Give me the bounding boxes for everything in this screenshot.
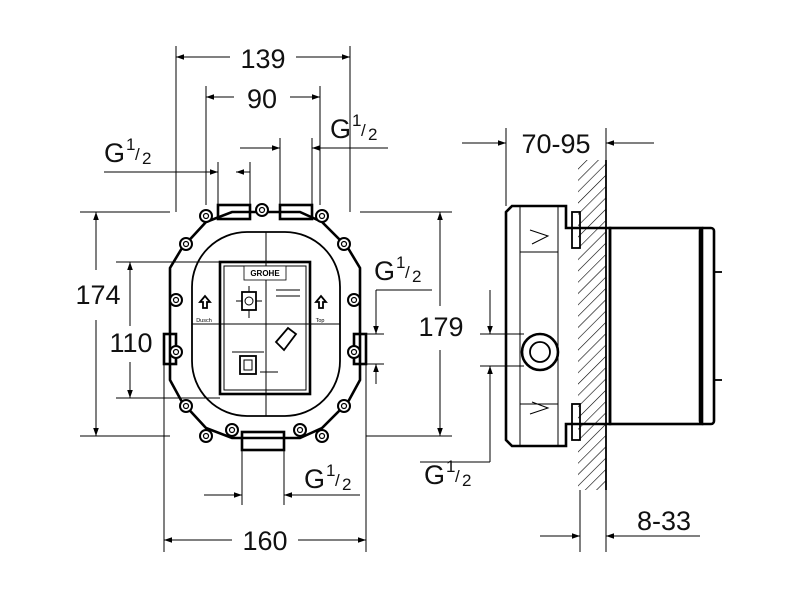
svg-text:2: 2 bbox=[462, 471, 471, 490]
mounting-lug-hole bbox=[172, 348, 180, 356]
mounting-lug bbox=[225, 423, 239, 437]
svg-text:1: 1 bbox=[352, 111, 361, 130]
front-view: GROHE Dusch Top bbox=[162, 203, 368, 452]
port-label-right: Top bbox=[316, 318, 325, 324]
svg-text:1: 1 bbox=[446, 457, 455, 476]
dim-174: 174 bbox=[75, 280, 120, 310]
mounting-lug bbox=[179, 237, 193, 251]
svg-text:G: G bbox=[330, 114, 351, 144]
mounting-lug bbox=[199, 209, 213, 223]
thread-side: G 1 / 2 bbox=[424, 457, 471, 490]
svg-text:1: 1 bbox=[126, 135, 135, 154]
thread-right: G 1 / 2 bbox=[374, 253, 421, 286]
mounting-lug-hole bbox=[258, 206, 266, 214]
svg-text:2: 2 bbox=[142, 149, 151, 168]
svg-text:/: / bbox=[405, 263, 410, 282]
mounting-lug-hole bbox=[202, 432, 210, 440]
svg-text:G: G bbox=[104, 138, 125, 168]
mounting-lug-hole bbox=[172, 296, 180, 304]
mounting-lug-hole bbox=[350, 296, 358, 304]
mounting-lug bbox=[255, 203, 269, 217]
thread-bottom: G 1 / 2 bbox=[304, 461, 351, 494]
svg-text:1: 1 bbox=[326, 461, 335, 480]
svg-text:GROHE: GROHE bbox=[250, 269, 280, 278]
thread-top-right: G 1 / 2 bbox=[330, 111, 377, 144]
dim-110: 110 bbox=[109, 328, 152, 358]
mounting-lug-hole bbox=[340, 402, 348, 410]
mounting-lug bbox=[293, 423, 307, 437]
mounting-lug bbox=[347, 293, 361, 307]
svg-text:2: 2 bbox=[342, 475, 351, 494]
mounting-lug-hole bbox=[182, 402, 190, 410]
top-inlet-right bbox=[278, 203, 314, 221]
grohe-logo: GROHE bbox=[243, 265, 287, 281]
dim-70-95: 70-95 bbox=[521, 129, 590, 159]
mounting-lug-hole bbox=[318, 432, 326, 440]
svg-text:1: 1 bbox=[396, 253, 405, 272]
svg-text:/: / bbox=[335, 471, 340, 490]
bottom-outlet bbox=[240, 430, 286, 452]
mounting-lug bbox=[315, 209, 329, 223]
mounting-lug bbox=[347, 345, 361, 359]
top-inlet-left bbox=[216, 203, 252, 221]
mounting-lug-hole bbox=[350, 348, 358, 356]
mounting-lug-hole bbox=[318, 212, 326, 220]
housing-outline bbox=[168, 210, 362, 440]
dim-179: 179 bbox=[418, 312, 463, 342]
side-view bbox=[504, 160, 722, 490]
svg-text:/: / bbox=[455, 467, 460, 486]
mounting-lug-hole bbox=[182, 240, 190, 248]
svg-text:G: G bbox=[304, 464, 325, 494]
svg-text:G: G bbox=[424, 460, 445, 490]
mounting-lug-hole bbox=[228, 426, 236, 434]
mounting-lug bbox=[337, 399, 351, 413]
cover-plate bbox=[218, 260, 312, 396]
svg-text:/: / bbox=[135, 145, 140, 164]
svg-text:G: G bbox=[374, 256, 395, 286]
mounting-lug-hole bbox=[340, 240, 348, 248]
dimension-lines bbox=[80, 46, 700, 552]
svg-text:2: 2 bbox=[368, 125, 377, 144]
svg-text:/: / bbox=[361, 121, 366, 140]
svg-text:2: 2 bbox=[412, 267, 421, 286]
mounting-lug bbox=[169, 345, 183, 359]
dim-160: 160 bbox=[242, 526, 287, 556]
mounting-lug-hole bbox=[296, 426, 304, 434]
thread-top-left: G 1 / 2 bbox=[104, 135, 151, 168]
dimension-labels: 139 90 174 110 179 160 70-95 8-33 G 1 / … bbox=[75, 44, 691, 556]
dim-139: 139 bbox=[240, 44, 285, 74]
extension-box bbox=[608, 226, 704, 426]
port-label-left: Dusch bbox=[196, 318, 212, 324]
dim-8-33: 8-33 bbox=[637, 506, 691, 536]
mounting-lug bbox=[199, 429, 213, 443]
side-port bbox=[520, 332, 560, 372]
mounting-lug bbox=[169, 293, 183, 307]
dim-90: 90 bbox=[247, 84, 277, 114]
mounting-lug bbox=[337, 237, 351, 251]
mounting-lugs bbox=[169, 203, 361, 443]
mounting-lug-hole bbox=[202, 212, 210, 220]
side-body bbox=[504, 204, 612, 448]
mounting-lug bbox=[179, 399, 193, 413]
mounting-lug bbox=[315, 429, 329, 443]
